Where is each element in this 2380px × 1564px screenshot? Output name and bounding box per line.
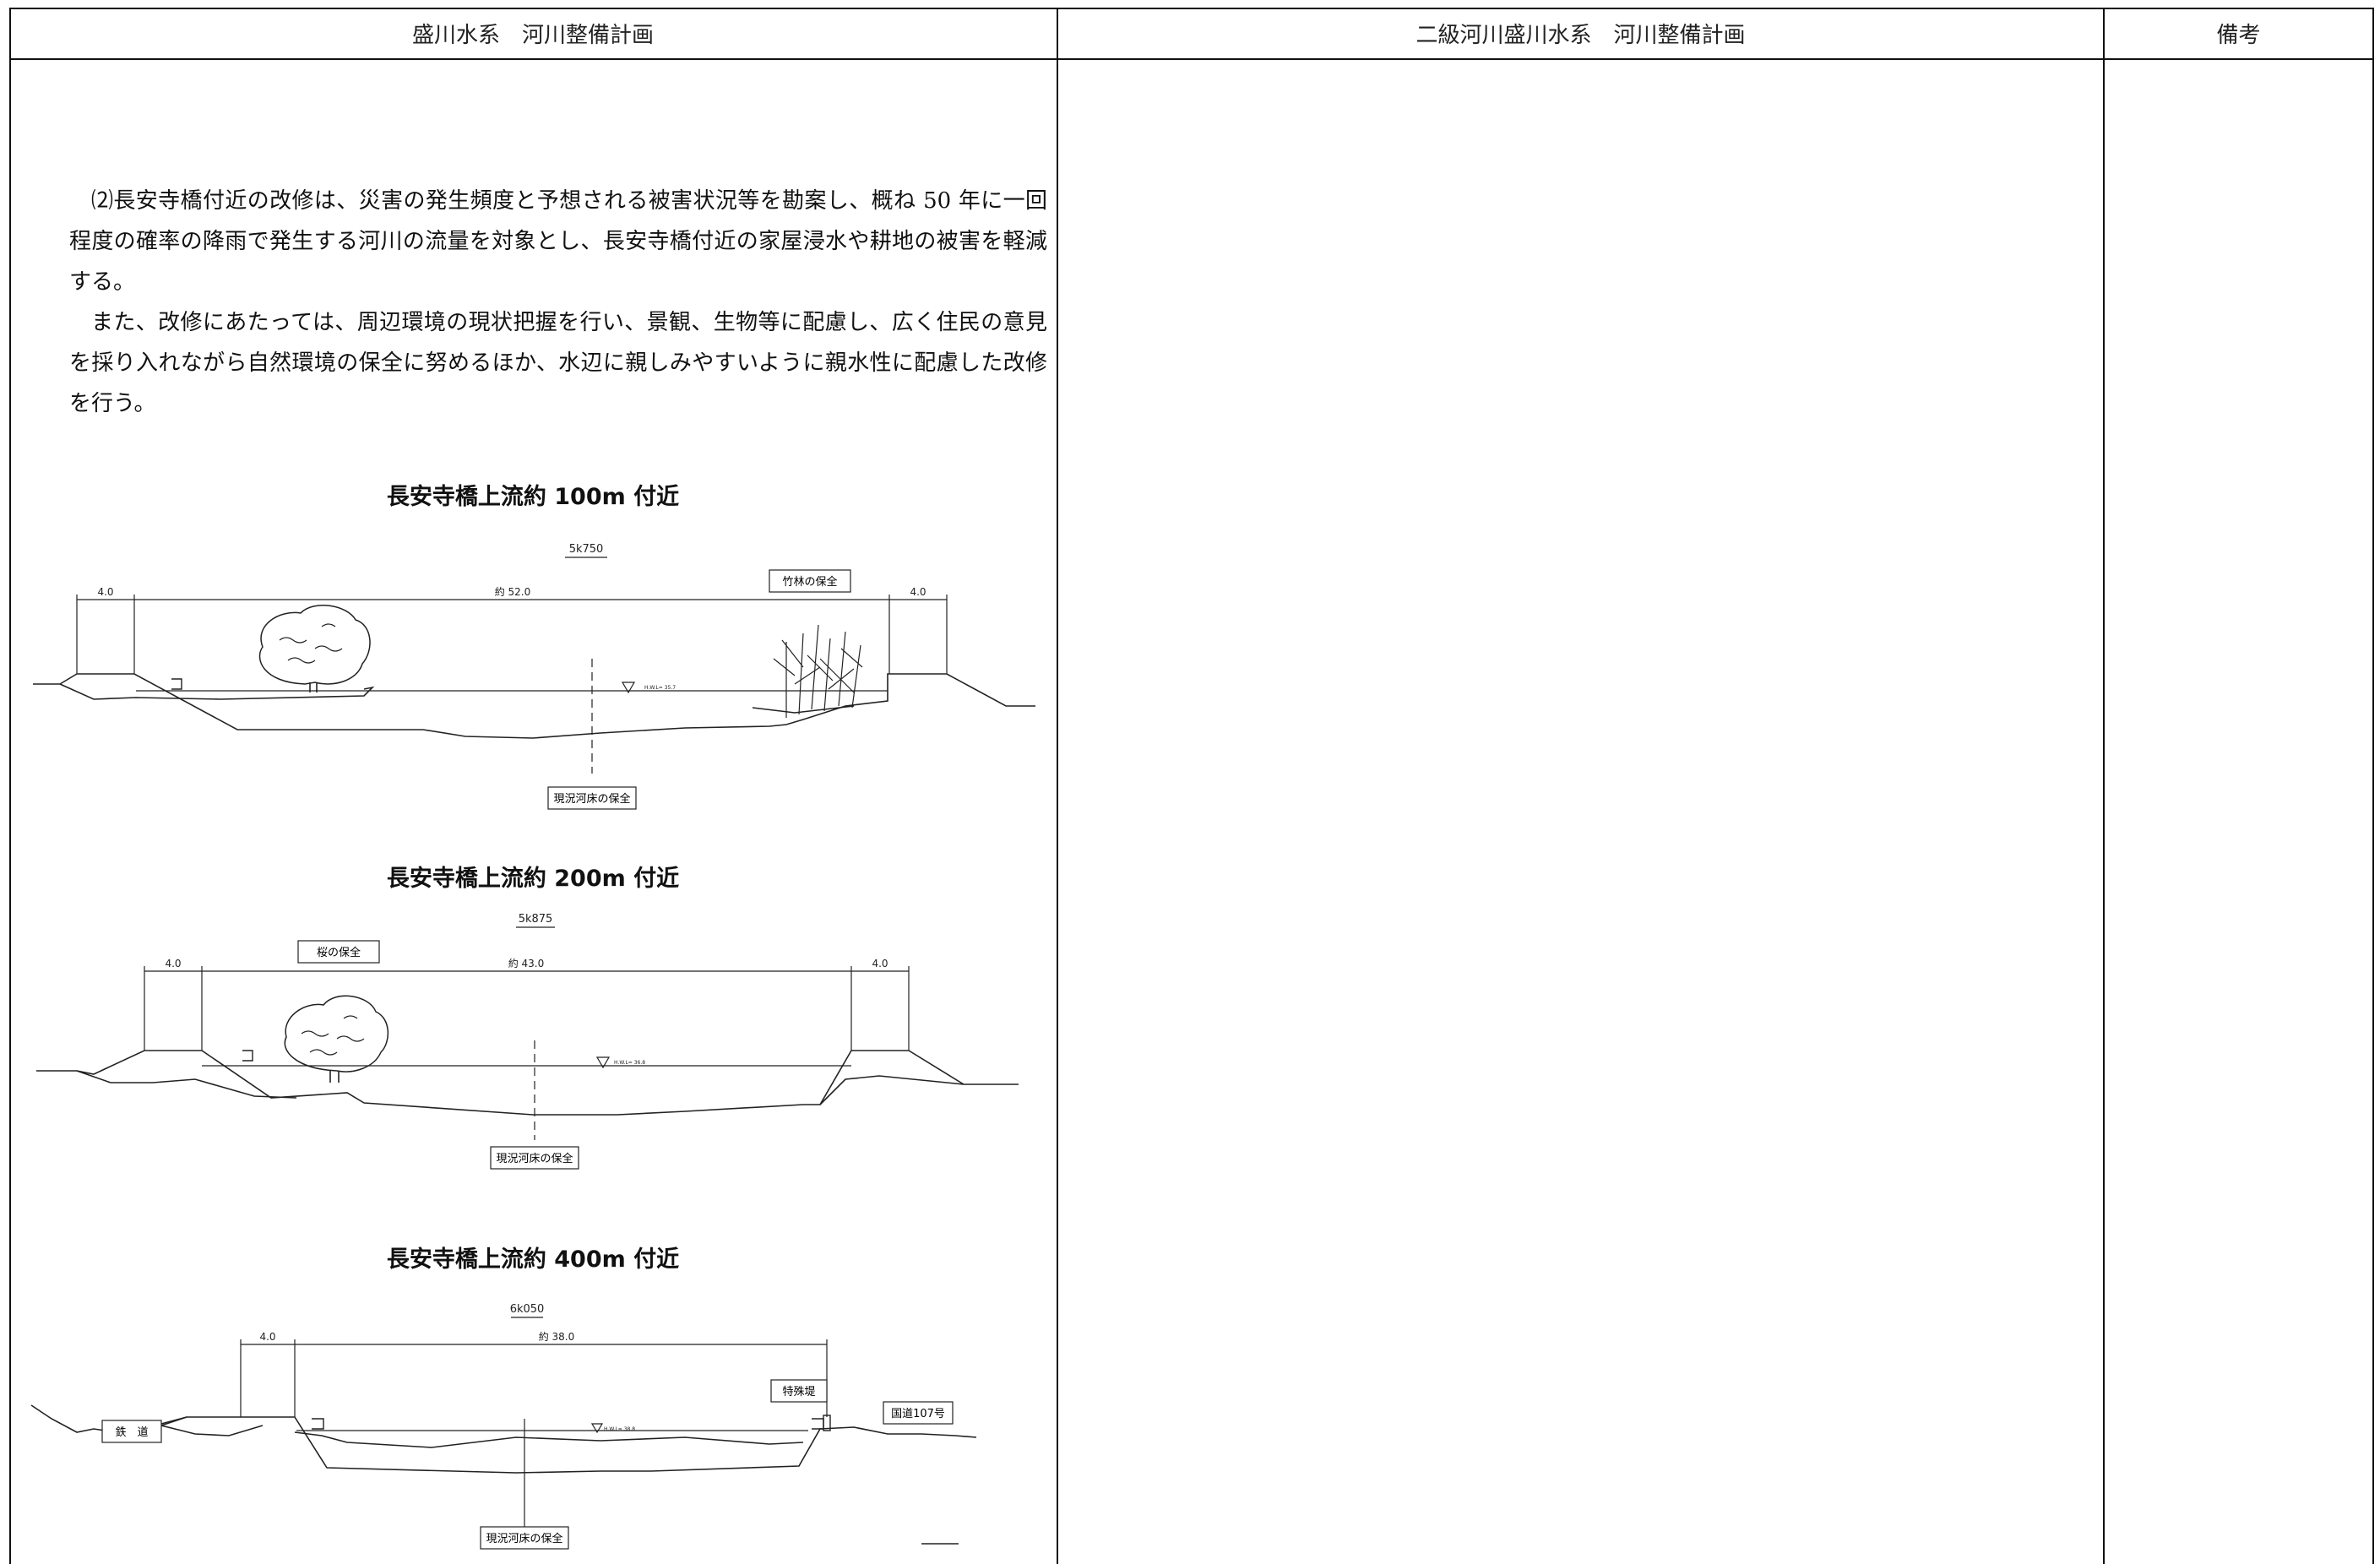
table-frame	[9, 8, 2374, 1564]
label-bed: 現況河床の保全	[553, 792, 630, 806]
station-label: 6k050	[510, 1303, 545, 1316]
cross-section-3: 6k050 4.0 約 38.0 H.W.L= 38.8 鉄 道 特殊堤 国道1…	[30, 1303, 977, 1550]
hwl-label: H.W.L= 38.8	[604, 1426, 635, 1432]
label-bamboo: 竹林の保全	[782, 575, 837, 589]
label-bed: 現況河床の保全	[486, 1532, 562, 1545]
dim-main: 約 52.0	[495, 585, 531, 598]
hwl-label: H.W.L= 35.7	[644, 685, 676, 691]
section-3-title: 長安寺橋上流約 400m 付近	[386, 1246, 680, 1273]
section-2-title: 長安寺橋上流約 200m 付近	[386, 866, 680, 892]
column-divider-1	[1057, 8, 1058, 1564]
section-1-title: 長安寺橋上流約 100m 付近	[386, 484, 680, 510]
station-label: 5k750	[569, 543, 604, 556]
label-special-levee: 特殊堤	[782, 1386, 815, 1398]
cross-section-2: 5k875 4.0 約 43.0 4.0 H.W.L= 36.8 桜の保全 現況…	[36, 913, 1019, 1170]
hwl-label: H.W.L= 36.8	[614, 1060, 645, 1066]
dim-left: 4.0	[165, 958, 181, 969]
label-route-107: 国道107号	[891, 1408, 945, 1420]
dim-left: 4.0	[259, 1331, 275, 1343]
label-bed: 現況河床の保全	[496, 1152, 573, 1165]
header-divider	[9, 58, 2374, 60]
dim-main: 約 43.0	[508, 957, 545, 969]
dim-left: 4.0	[97, 586, 113, 598]
station-label: 5k875	[519, 913, 553, 926]
header-col2: 二級河川盛川水系 河川整備計画	[1416, 22, 1746, 48]
label-sakura: 桜の保全	[317, 946, 361, 959]
cross-section-1: 5k750 4.0 約 52.0 4.0 H.W.L= 35.7 竹林の保全 現…	[33, 543, 1035, 810]
paragraph-1: ⑵長安寺橋付近の改修は、災害の発生頻度と予想される被害状況等を勘案し、概ね 50…	[69, 188, 1047, 295]
paragraph-2: また、改修にあたっては、周辺環境の現状把握を行い、景観、生物等に配慮し、広く住民…	[69, 310, 1047, 416]
dim-main: 約 38.0	[539, 1330, 575, 1343]
dim-right: 4.0	[910, 586, 926, 598]
header-col1: 盛川水系 河川整備計画	[411, 22, 654, 48]
dim-right: 4.0	[872, 958, 888, 969]
column-divider-2	[2103, 8, 2105, 1564]
header-col3: 備考	[2216, 22, 2261, 48]
label-railway: 鉄 道	[115, 1426, 148, 1439]
